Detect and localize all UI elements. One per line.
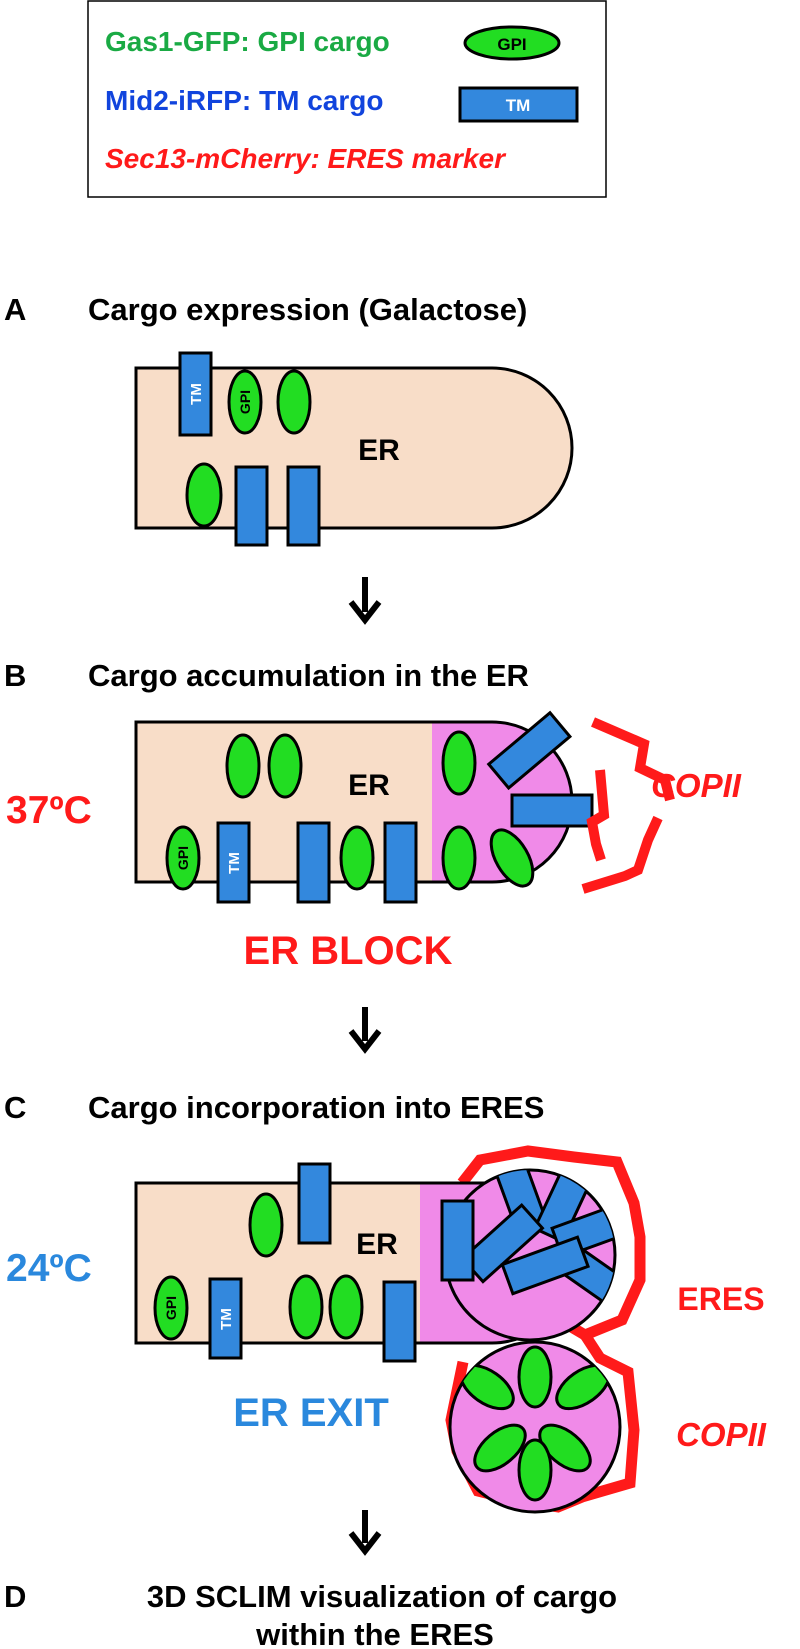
gpi-cargo: [441, 730, 477, 796]
tm-cargo: [208, 1277, 243, 1360]
copii-label-c: COPII: [676, 1416, 767, 1453]
gpi-cargo-label: GPI: [237, 390, 253, 414]
panel-c-letter: C: [4, 1090, 26, 1125]
tm-cargo: [382, 1280, 417, 1363]
legend: Gas1-GFP: GPI cargo GPI Mid2-iRFP: TM ca…: [87, 0, 607, 198]
gpi-cargo: [165, 825, 201, 891]
eres-vesicle-tm: [443, 1168, 617, 1342]
arrow-down-icon: [348, 1510, 382, 1556]
tm-cargo-label: TM: [188, 383, 205, 405]
er-label-a: ER: [358, 434, 400, 467]
tm-cargo: [297, 1162, 332, 1245]
panel-a: A Cargo expression (Galactose) ER TM GPI: [4, 292, 574, 547]
er-exit-label: ER EXIT: [233, 1391, 389, 1435]
panel-d-title-line1: 3D SCLIM visualization of cargo: [147, 1579, 617, 1614]
gpi-cargo: [185, 462, 223, 528]
tm-cargo: [440, 1199, 475, 1282]
eres-vesicle-gpi: [448, 1340, 622, 1514]
gpi-cargo-label: GPI: [163, 1296, 179, 1320]
gpi-cargo: [489, 828, 535, 888]
gpi-cargo: [441, 825, 477, 891]
gpi-cargo-label: GPI: [175, 846, 191, 870]
arrow-down-icon: [348, 1007, 382, 1054]
copii-label-b: COPII: [651, 767, 742, 804]
gpi-cargo: [328, 1274, 364, 1340]
arrow-down-icon: [348, 577, 382, 625]
panel-b-letter: B: [4, 658, 26, 693]
tm-cargo: [234, 465, 269, 547]
gpi-cargo: [339, 825, 375, 891]
gpi-cargo: [153, 1275, 189, 1341]
eres-label: ERES: [677, 1281, 764, 1317]
tm-cargo-label: TM: [218, 1308, 235, 1330]
gpi-cargo: [288, 1274, 324, 1340]
tm-cargo: [286, 465, 321, 547]
panel-b-title: Cargo accumulation in the ER: [88, 658, 529, 693]
tm-cargo: [178, 351, 213, 437]
gpi-cargo: [267, 733, 303, 799]
panel-d-letter: D: [4, 1579, 26, 1614]
gpi-cargo: [276, 369, 312, 435]
panel-d: D 3D SCLIM visualization of cargo within…: [4, 1579, 617, 1649]
legend-gpi-icon-label: GPI: [497, 35, 526, 54]
panel-a-title: Cargo expression (Galactose): [88, 292, 527, 327]
gpi-cargo: [227, 369, 263, 435]
panel-d-title-line2: within the ERES: [255, 1617, 494, 1649]
panel-a-letter: A: [4, 292, 26, 327]
legend-tm-text: Mid2-iRFP: TM cargo: [105, 85, 383, 116]
legend-tm-icon-label: TM: [506, 96, 531, 115]
er-label-c: ER: [356, 1228, 398, 1261]
temperature-label-b: 37ºC: [6, 789, 92, 832]
tm-cargo: [510, 793, 594, 828]
copii-coat-b: [581, 717, 675, 894]
gpi-cargo: [248, 1192, 284, 1258]
gpi-cargo: [225, 733, 261, 799]
tm-cargo: [383, 821, 418, 904]
tm-cargo-label: TM: [226, 852, 243, 874]
legend-gpi-icon: GPI: [463, 25, 561, 61]
legend-gpi-text: Gas1-GFP: GPI cargo: [105, 26, 390, 57]
er-label-b: ER: [348, 769, 390, 802]
tm-cargo: [216, 821, 251, 904]
tm-cargo: [296, 821, 331, 904]
panel-b: B Cargo accumulation in the ER ER GPI TM: [4, 658, 742, 973]
panel-c: C Cargo incorporation into ERES: [4, 1090, 767, 1514]
legend-eres-text: Sec13-mCherry: ERES marker: [105, 143, 507, 174]
panel-c-title: Cargo incorporation into ERES: [88, 1090, 544, 1125]
legend-box: [87, 0, 607, 198]
legend-tm-icon: TM: [458, 86, 579, 123]
tm-cargo: [486, 710, 573, 791]
temperature-label-c: 24ºC: [6, 1247, 92, 1290]
er-block-label: ER BLOCK: [244, 929, 453, 973]
